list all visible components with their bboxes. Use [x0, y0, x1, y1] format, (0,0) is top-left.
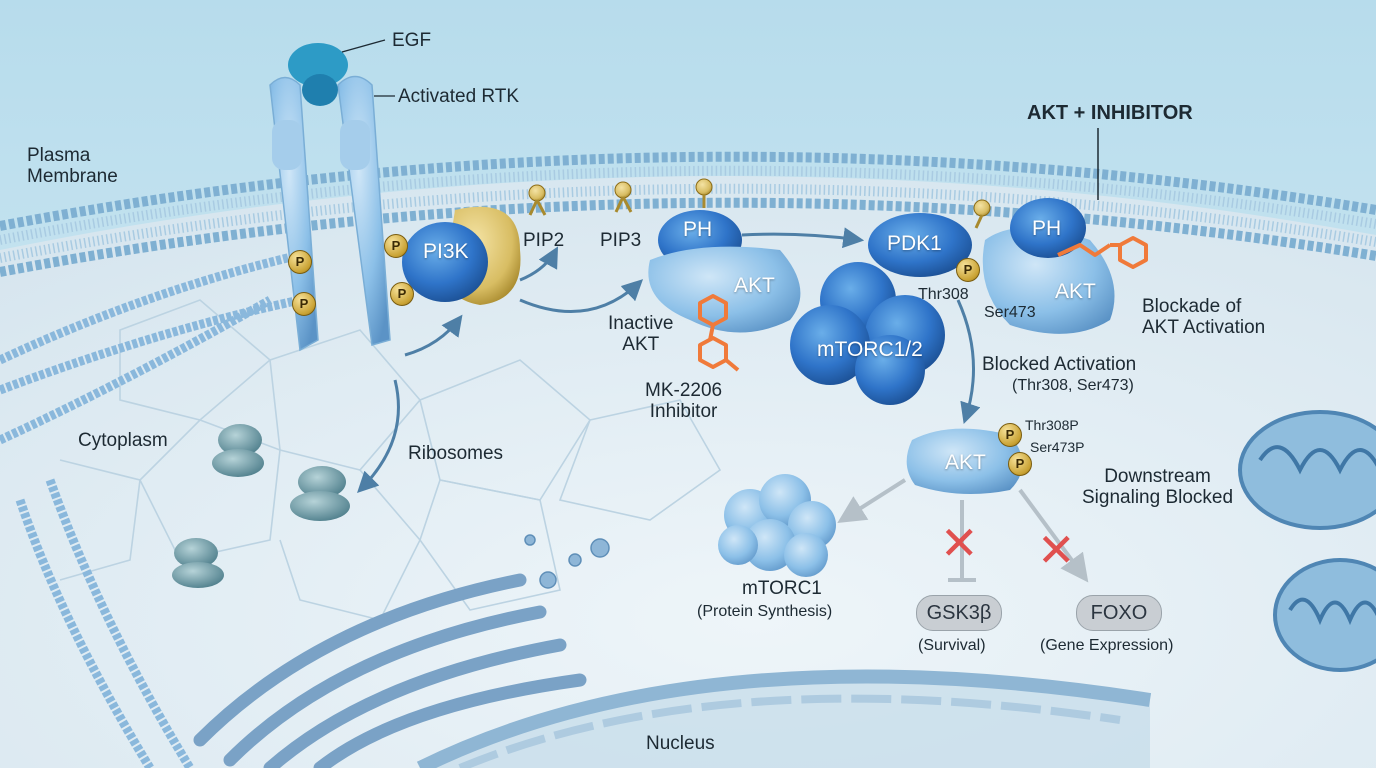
phosphate-badge-ser473: P — [1008, 452, 1032, 476]
inactive-akt-protein — [648, 210, 801, 333]
ser473-label: Ser473 — [984, 304, 1036, 321]
mtorc12-complex — [790, 262, 945, 405]
plasma-membrane-label: Plasma Membrane — [27, 145, 118, 188]
phosphate-badge-2: P — [292, 292, 316, 316]
plasma-membrane — [0, 151, 1376, 277]
block-x-foxo-icon: ✕ — [1037, 523, 1076, 577]
phosphate-badge-3: P — [384, 234, 408, 258]
pip2-label: PIP2 — [523, 230, 565, 251]
blocked-sites-label: (Thr308, Ser473) — [1012, 377, 1134, 394]
pi3k-complex — [402, 206, 521, 305]
arrow-to-foxo — [1018, 488, 1089, 583]
arrow-akt-to-pdk1 — [741, 227, 865, 249]
thr308-label: Thr308 — [918, 286, 969, 303]
arrow-to-mtorc1 — [837, 478, 907, 524]
mtorc12-label: mTORC1/2 — [817, 338, 923, 361]
downstream-arrows — [837, 478, 1089, 583]
survival-label: (Survival) — [918, 637, 986, 654]
pip3-label: PIP3 — [600, 230, 642, 251]
phosphate-badge-4: P — [390, 282, 414, 306]
ser473p-label: Ser473P — [1030, 439, 1085, 455]
arrow-rtk-to-pi3k — [404, 314, 463, 357]
arrow-pip2-to-pip3 — [519, 279, 644, 313]
cytoplasm-label: Cytoplasm — [78, 430, 168, 451]
nucleus-label: Nucleus — [646, 733, 715, 754]
akt-inactive-label: AKT — [734, 274, 775, 297]
pi3k-label: PI3K — [423, 240, 469, 263]
mtorc1-label: mTORC1 — [742, 578, 822, 599]
egf-ligand — [288, 43, 348, 106]
pathway-arrows — [357, 227, 981, 493]
activated-rtk-label: Activated RTK — [398, 86, 520, 107]
pip3-lipid-akt — [695, 178, 713, 208]
arrow-rtk-to-ribosomes — [357, 379, 400, 493]
gene-expression-label: (Gene Expression) — [1040, 637, 1174, 654]
inhibitor-bound-molecule — [1057, 236, 1148, 269]
golgi-vesicles — [524, 534, 610, 589]
mitochondria — [1238, 410, 1376, 672]
egf-label: EGF — [392, 30, 432, 51]
pdk1-protein — [868, 213, 972, 277]
blocked-activation-label: Blocked Activation — [982, 354, 1137, 375]
phosphate-badge-pdk1: P — [956, 258, 980, 282]
foxo-node: FOXO — [1076, 595, 1162, 631]
block-x-gsk3b-icon: ✕ — [940, 516, 979, 570]
arrow-akt-inhibitor-down — [956, 299, 981, 424]
mtorc1-complex — [718, 474, 836, 577]
akt-inhibitor-title: AKT + INHIBITOR — [1027, 102, 1193, 124]
phosphate-badge-1: P — [288, 250, 312, 274]
microtubules — [0, 250, 302, 768]
pdk1-label: PDK1 — [887, 232, 942, 255]
mk2206-label: MK-2206 Inhibitor — [645, 380, 723, 423]
blockade-label: Blockade of AKT Activation — [1142, 296, 1266, 339]
activated-rtk-receptor — [269, 75, 391, 352]
pip3-lipid — [614, 181, 633, 213]
akt-bound-label: AKT — [1055, 280, 1096, 303]
ribosomes — [172, 424, 350, 588]
pip3-lipid-pdk1 — [973, 199, 991, 229]
gsk3b-node: GSK3β — [916, 595, 1002, 631]
inactive-akt-label: Inactive AKT — [608, 313, 674, 356]
pip2-lipid — [528, 184, 547, 216]
protein-synthesis-label: (Protein Synthesis) — [697, 603, 833, 620]
egf-leader-line — [341, 39, 386, 53]
phospho-akt-protein — [906, 428, 1023, 494]
ribosomes-label: Ribosomes — [408, 443, 504, 464]
nucleus-envelope — [416, 669, 1152, 768]
golgi-apparatus — [193, 573, 587, 768]
downstream-blocked-label: Downstream Signaling Blocked — [1082, 466, 1234, 509]
thr308p-label: Thr308P — [1025, 417, 1079, 433]
phosphate-badge-thr308: P — [998, 423, 1022, 447]
arrow-pi3k-to-pip2 — [519, 246, 559, 282]
mk2206-molecule — [698, 294, 740, 372]
ph-bound-label: PH — [1032, 217, 1062, 240]
ph-domain-label: PH — [683, 218, 713, 241]
akt-inhibitor-complex — [982, 198, 1115, 334]
akt-phospho-label: AKT — [945, 451, 986, 474]
